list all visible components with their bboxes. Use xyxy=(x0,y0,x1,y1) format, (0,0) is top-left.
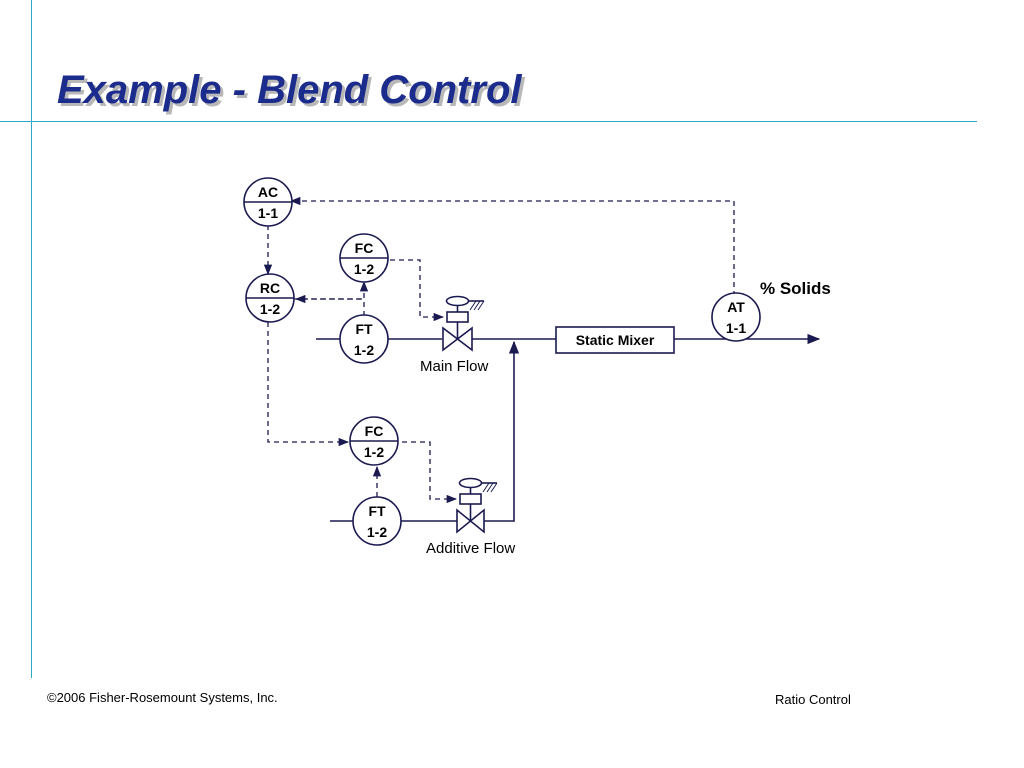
rc-instrument: RC 1-2 xyxy=(245,273,295,323)
vertical-accent-rule xyxy=(31,0,32,678)
fc-add-instrument: FC 1-2 xyxy=(349,416,399,466)
footer-copyright: ©2006 Fisher-Rosemount Systems, Inc. xyxy=(47,690,278,705)
horizontal-accent-rule xyxy=(0,121,977,122)
fc-add-to-valve-signal xyxy=(402,441,458,504)
main-flow-label: Main Flow xyxy=(420,358,489,375)
rc-tag: RC xyxy=(260,280,280,296)
ac-loop: 1-1 xyxy=(258,205,278,221)
ac-tag: AC xyxy=(258,184,278,200)
ft-main-loop: 1-2 xyxy=(354,342,374,358)
static-mixer: Static Mixer xyxy=(555,326,675,354)
ac-instrument: AC 1-1 xyxy=(243,177,293,227)
main-control-valve xyxy=(442,295,485,352)
at-loop: 1-1 xyxy=(726,320,746,336)
rc-loop: 1-2 xyxy=(260,301,280,317)
fc-main-loop: 1-2 xyxy=(354,261,374,277)
fc-add-loop: 1-2 xyxy=(364,444,384,460)
fc-main-tag: FC xyxy=(355,240,374,256)
ft-main-instrument: FT 1-2 xyxy=(339,314,389,364)
solids-label: % Solids xyxy=(760,279,831,298)
ft-add-tag: FT xyxy=(368,503,386,519)
additive-control-valve xyxy=(456,477,498,534)
fc-add-tag: FC xyxy=(365,423,384,439)
rc-to-fc-add-signal xyxy=(267,322,350,447)
static-mixer-label: Static Mixer xyxy=(576,332,655,348)
fc-main-to-valve-signal xyxy=(390,259,445,322)
at-to-ac-signal xyxy=(289,196,735,296)
fc-main-instrument: FC 1-2 xyxy=(339,233,389,283)
additive-flow-label: Additive Flow xyxy=(426,540,515,557)
ft-add-instrument: FT 1-2 xyxy=(352,496,402,546)
additive-flow-riser xyxy=(484,340,520,522)
ft-main-tag: FT xyxy=(355,321,373,337)
footer-topic: Ratio Control xyxy=(775,692,851,707)
page-title: Example - Blend Control xyxy=(57,68,522,112)
at-instrument: AT 1-1 xyxy=(711,292,761,342)
at-tag: AT xyxy=(727,299,745,315)
ft-add-loop: 1-2 xyxy=(367,524,387,540)
